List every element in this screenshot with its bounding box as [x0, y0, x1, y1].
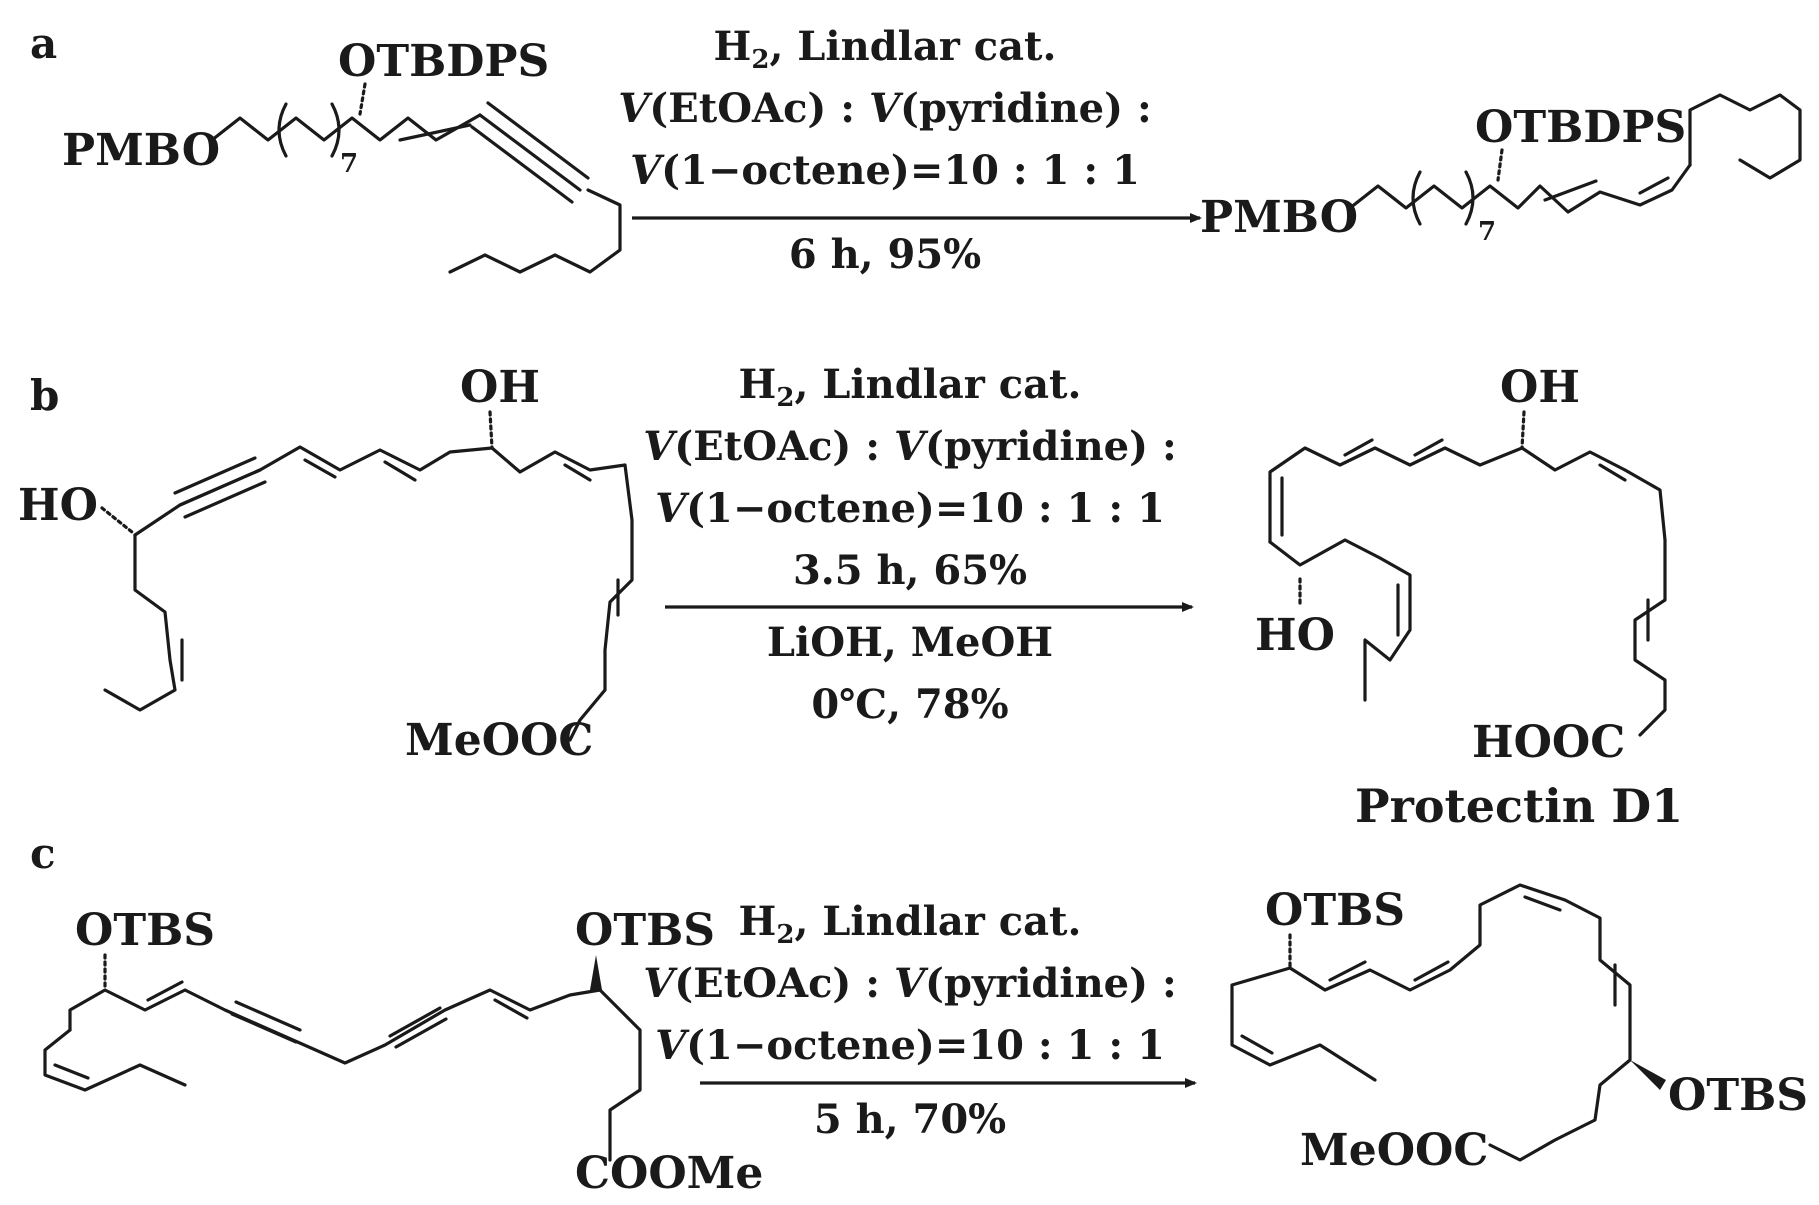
- conditions-b-line6: 0℃, 78%: [811, 681, 1008, 728]
- reactant-b-alkyne-2: [183, 480, 267, 519]
- conditions-b-line4: 3.5 h, 65%: [793, 547, 1027, 594]
- product-b: OH HO HOOC Protectin D1: [1255, 362, 1683, 833]
- conditions-a: H2, Lindlar cat. V(EtOAc) : V(pyridine) …: [618, 23, 1202, 278]
- reactant-b-oh-label: OH: [460, 362, 540, 413]
- product-a-tail: [1688, 93, 1802, 180]
- product-a-stereo-hash: [1496, 148, 1504, 182]
- reactant-a-tail: [448, 188, 622, 274]
- reactant-c-main-chain: [68, 988, 642, 1162]
- product-a-alkene-cis: [1638, 176, 1670, 195]
- reactant-a-pmbo-label: PMBO: [62, 125, 220, 176]
- product-a-chain: [1348, 163, 1692, 214]
- product-c-ester-label: MeOOC: [1300, 1125, 1488, 1176]
- reactant-a-alkene-inner: [398, 123, 472, 142]
- reactant-a-repeat-bracket-right: [330, 102, 341, 158]
- reactant-b-stereo-hash-ho: [100, 506, 134, 534]
- reactant-b-lower-chain: [103, 533, 177, 712]
- product-c-alkene-1: [1328, 960, 1367, 982]
- product-c-lower-chain: [1230, 1008, 1377, 1082]
- conditions-c-line3: V(1−octene)=10 : 1 : 1: [655, 1022, 1165, 1069]
- reactant-c-stereo-wedge-right: [590, 955, 602, 990]
- conditions-c-line1: H2, Lindlar cat.: [739, 898, 1082, 950]
- reactant-a-otbdps-label: OTBDPS: [338, 36, 549, 87]
- product-b-lower-chain: [1268, 538, 1412, 702]
- conditions-a-line1: H2, Lindlar cat.: [714, 23, 1057, 75]
- panel-a: a PMBO OTBDPS 7 H2, Lindlar cat. V(EtOAc…: [30, 19, 1802, 278]
- product-c-main-chain: [1230, 883, 1632, 1162]
- product-c-alkene-3: [1523, 895, 1562, 912]
- product-b-acid-label: HOOC: [1472, 717, 1625, 768]
- reactant-c-otbs-right-label: OTBS: [575, 905, 715, 956]
- reactant-b-alkyne-1: [178, 468, 262, 507]
- reactant-b-ester-label: MeOOC: [405, 715, 593, 766]
- reactant-a: PMBO OTBDPS 7: [62, 36, 622, 274]
- product-b-alkene-4: [1598, 463, 1627, 482]
- reactant-b-alkyne-3: [173, 456, 257, 495]
- product-a-repeat-subscript: 7: [1478, 217, 1496, 247]
- product-a-repeat-bracket-right: [1464, 170, 1475, 226]
- conditions-c-line4: 5 h, 70%: [814, 1096, 1006, 1143]
- reactant-c-ester-label: COOMe: [575, 1148, 763, 1199]
- reactant-b-stereo-hash-oh: [488, 410, 494, 450]
- reactant-b-alkene-1: [303, 458, 337, 479]
- product-c-alkene-2: [1413, 960, 1450, 982]
- conditions-b-line1: H2, Lindlar cat.: [739, 361, 1082, 413]
- conditions-b-line3: V(1−octene)=10 : 1 : 1: [655, 485, 1165, 532]
- product-c-otbs-top-label: OTBS: [1265, 885, 1405, 936]
- product-b-upper-chain: [1268, 446, 1667, 737]
- reactant-c-alkene-1: [146, 980, 184, 1002]
- product-b-alkene-3: [1413, 438, 1444, 457]
- reactant-a-stereo-hash: [358, 82, 367, 116]
- panel-label-a: a: [30, 19, 57, 68]
- conditions-a-line3: V(1−octene)=10 : 1 : 1: [630, 147, 1140, 194]
- reactant-a-repeat-subscript: 7: [340, 149, 358, 179]
- product-c: OTBS OTBS MeOOC: [1230, 883, 1808, 1176]
- reactant-a-alkyne-2: [486, 101, 590, 180]
- reactant-c-lower-alkene: [53, 1063, 90, 1080]
- reactant-b-upper-chain: [133, 445, 634, 742]
- product-c-otbs-right-label: OTBS: [1668, 1070, 1808, 1121]
- panel-label-c: c: [30, 829, 56, 878]
- reactant-b: OH HO MeOOC: [18, 362, 634, 766]
- conditions-a-line4: 6 h, 95%: [789, 231, 981, 278]
- reactant-c-alkyne-2b: [394, 1017, 448, 1049]
- reactant-a-chain: [210, 113, 482, 142]
- reactant-c-lower-chain: [43, 1028, 187, 1092]
- product-b-oh-label: OH: [1500, 362, 1580, 413]
- product-a-repeat-bracket-left: [1411, 170, 1422, 226]
- reactant-c-alkyne-2a: [388, 1006, 442, 1038]
- reactant-b-alkene-3: [563, 463, 592, 482]
- reactant-c: OTBS OTBS COOMe: [43, 905, 763, 1199]
- product-b-name: Protectin D1: [1355, 779, 1683, 833]
- conditions-c-line2: V(EtOAc) : V(pyridine) :: [643, 960, 1176, 1007]
- reactant-a-alkyne-1: [478, 113, 582, 192]
- reactant-a-alkyne-3: [470, 125, 574, 204]
- product-a: PMBO OTBDPS 7: [1200, 93, 1802, 247]
- conditions-a-line2: V(EtOAc) : V(pyridine) :: [618, 85, 1151, 132]
- reactant-a-repeat-bracket-left: [277, 102, 288, 158]
- product-a-pmbo-label: PMBO: [1200, 192, 1358, 243]
- panel-b: b OH HO MeOOC H2, Lindlar cat. V(EtOAc) …: [18, 361, 1683, 833]
- product-b-stereo-hash-oh: [1520, 410, 1526, 450]
- conditions-b-line5: LiOH, MeOH: [767, 619, 1053, 666]
- conditions-b-line2: V(EtOAc) : V(pyridine) :: [643, 423, 1176, 470]
- reactant-c-alkyne-1a: [230, 1012, 298, 1044]
- reactant-b-alkene-2: [383, 460, 417, 482]
- product-b-ho-label: HO: [1255, 610, 1335, 661]
- panel-label-b: b: [30, 371, 59, 420]
- product-a-otbdps-label: OTBDPS: [1475, 102, 1686, 153]
- product-a-alkene-trans: [1543, 179, 1598, 202]
- reactant-b-ho-label: HO: [18, 480, 98, 531]
- reactant-c-alkene-2: [493, 998, 529, 1020]
- conditions-b: H2, Lindlar cat. V(EtOAc) : V(pyridine) …: [643, 361, 1194, 728]
- product-c-lower-alkene: [1240, 1034, 1274, 1055]
- product-b-alkene-2: [1343, 438, 1374, 457]
- reactant-c-otbs-left-label: OTBS: [75, 905, 215, 956]
- reactant-c-alkyne-1b: [234, 1000, 302, 1032]
- product-c-stereo-wedge-right: [1630, 1060, 1666, 1090]
- panel-c: c OTBS OTBS COOMe H2, Lindlar cat. V(EtO…: [30, 829, 1808, 1199]
- conditions-c: H2, Lindlar cat. V(EtOAc) : V(pyridine) …: [643, 898, 1197, 1143]
